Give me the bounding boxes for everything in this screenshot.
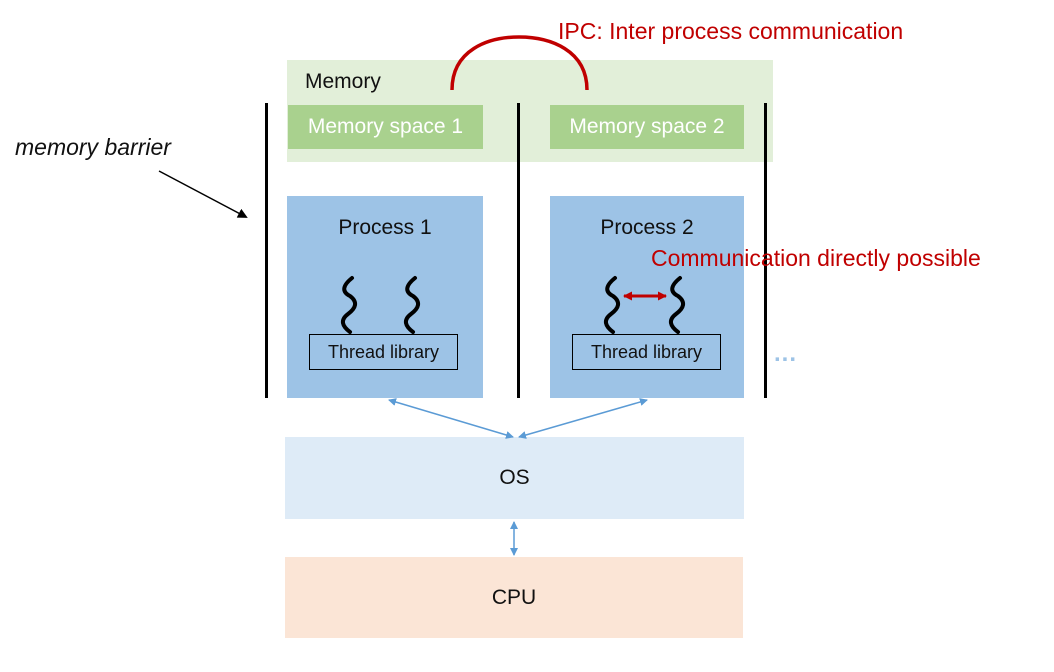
os-box: OS bbox=[285, 437, 744, 519]
process-1-title: Process 1 bbox=[338, 216, 432, 239]
process1-os-connector bbox=[388, 398, 514, 439]
memory-barrier-annotation: memory barrier bbox=[15, 134, 171, 160]
memory-barrier-line-1 bbox=[265, 103, 268, 398]
process-1-box: Process 1 Thread library bbox=[287, 196, 483, 398]
memory-space-1: Memory space 1 bbox=[288, 105, 483, 149]
memory-barrier-line-2 bbox=[517, 103, 520, 398]
process-2-title: Process 2 bbox=[600, 216, 694, 239]
process-2-box: Process 2 Thread library bbox=[550, 196, 744, 398]
process2-os-connector bbox=[518, 398, 648, 439]
ipc-annotation: IPC: Inter process communication bbox=[558, 18, 904, 44]
barrier-arrow bbox=[158, 170, 248, 218]
memory-label: Memory bbox=[305, 70, 381, 93]
direct-communication-annotation: Communication directly possible bbox=[651, 245, 981, 271]
thread-library-2: Thread library bbox=[572, 334, 721, 370]
memory-barrier-line-3 bbox=[764, 103, 767, 398]
cpu-box: CPU bbox=[285, 557, 743, 638]
more-processes-ellipsis: ... bbox=[774, 340, 798, 367]
memory-space-2: Memory space 2 bbox=[550, 105, 744, 149]
thread-library-1: Thread library bbox=[309, 334, 458, 370]
